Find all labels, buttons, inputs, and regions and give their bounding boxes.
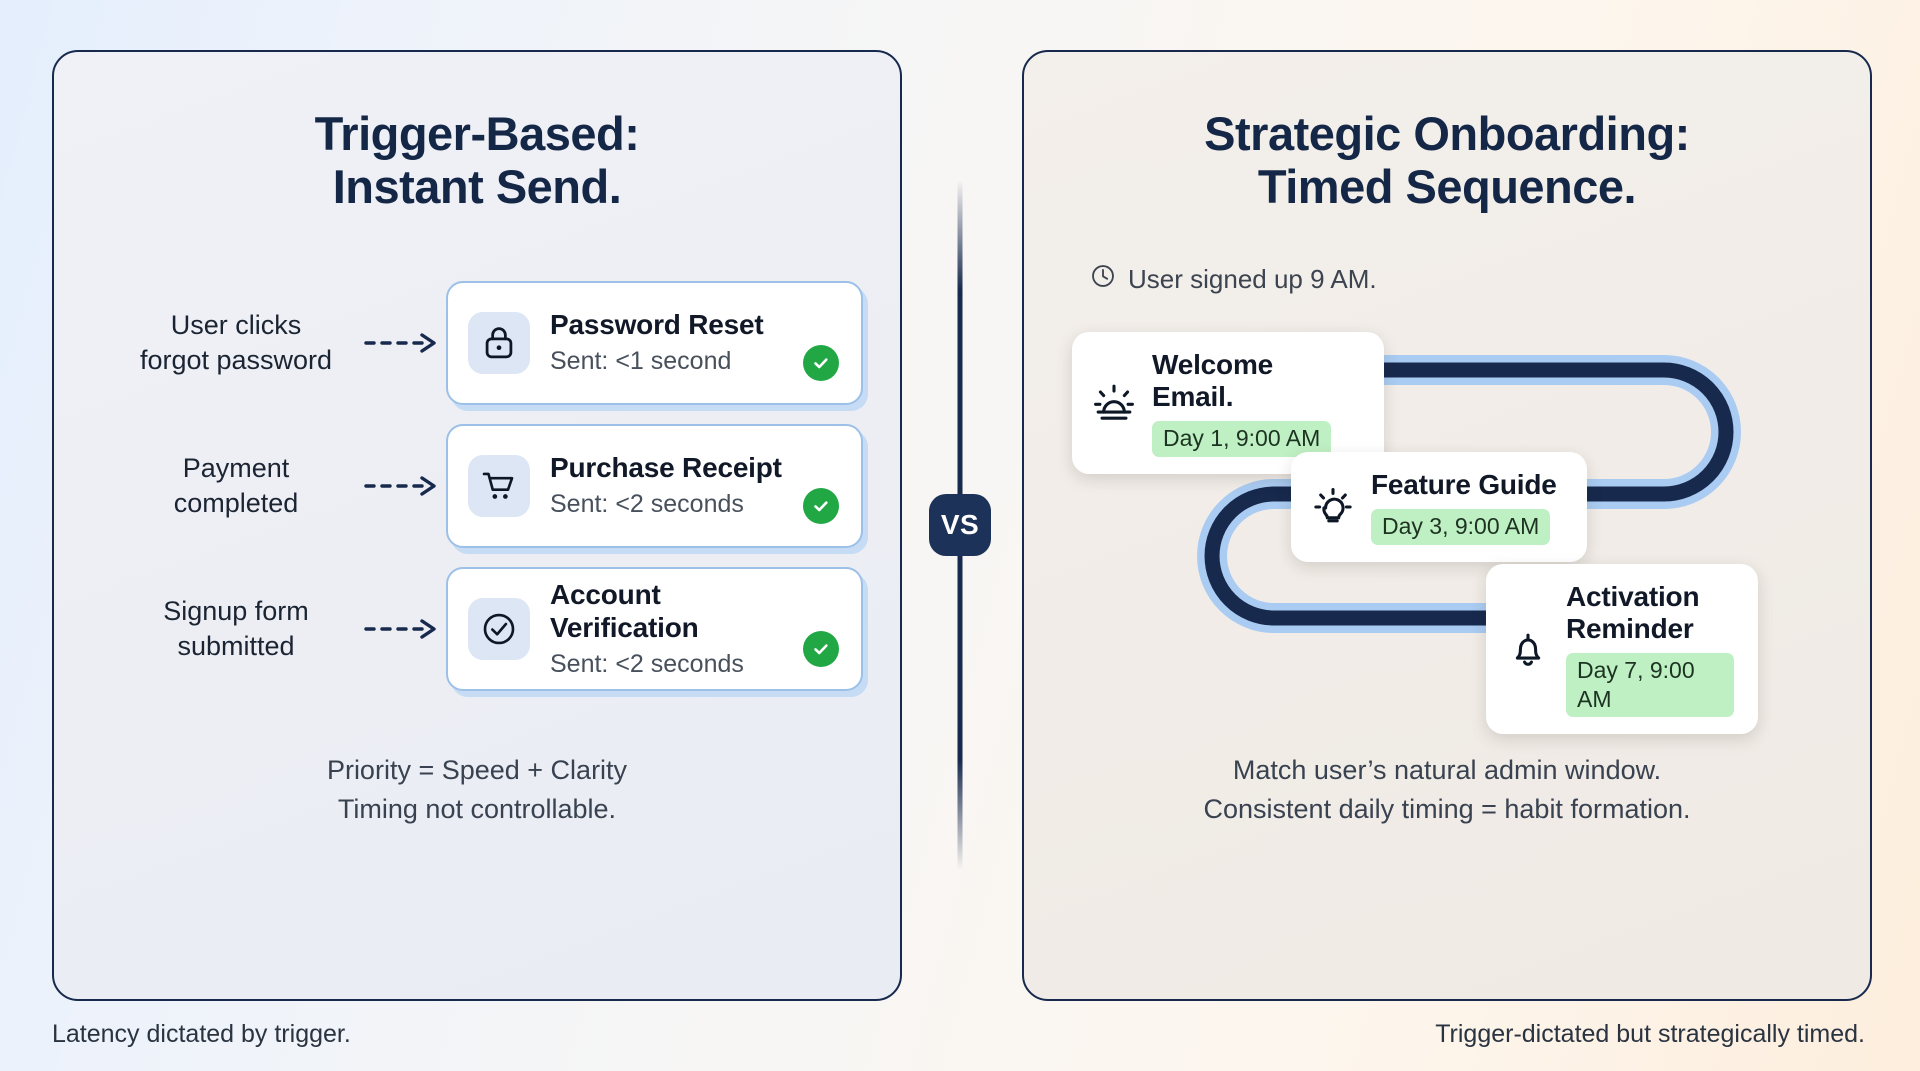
vs-badge: VS	[929, 494, 991, 556]
signup-note-text: User signed up 9 AM.	[1128, 264, 1377, 295]
trigger-label: User clicks forgot password	[112, 308, 360, 377]
left-footnote-line-2: Timing not controllable.	[337, 793, 617, 824]
event-text: Purchase Receipt Sent: <2 seconds	[550, 451, 803, 520]
sequence-card-text: Welcome Email. Day 1, 9:00 AM	[1152, 349, 1360, 457]
time-badge: Day 7, 9:00 AM	[1566, 652, 1734, 718]
left-title-line-2: Instant Send.	[332, 159, 622, 213]
event-subtitle: Sent: <2 seconds	[550, 490, 744, 519]
trigger-label-line-1: User clicks	[170, 310, 302, 341]
trigger-row: User clicks forgot password	[54, 271, 900, 414]
sequence-card-title: Welcome Email.	[1152, 349, 1274, 412]
trigger-label-line-1: Payment	[182, 453, 290, 484]
event-subtitle: Sent: <1 second	[550, 347, 732, 376]
trigger-label: Signup form submitted	[112, 594, 360, 663]
trigger-row: Signup form submitted Account Verificat	[54, 557, 900, 700]
strategic-onboarding-panel: Strategic Onboarding: Timed Sequence. Us…	[1022, 50, 1872, 1001]
sequence-card-text: Feature Guide Day 3, 9:00 AM	[1371, 469, 1557, 545]
signup-note: User signed up 9 AM.	[1090, 263, 1870, 296]
time-badge: Day 3, 9:00 AM	[1371, 508, 1551, 545]
event-text: Account Verification Sent: <2 seconds	[550, 578, 803, 680]
sequence-card-title: Activation Reminder	[1566, 581, 1700, 644]
check-circle-icon	[468, 597, 530, 660]
dashed-arrow-icon	[360, 475, 446, 497]
sequence-flow-area: Welcome Email. Day 1, 9:00 AM Feature Gu…	[1024, 292, 1870, 762]
dashed-arrow-icon	[360, 618, 446, 640]
sunrise-icon	[1090, 382, 1138, 424]
event-text: Password Reset Sent: <1 second	[550, 308, 803, 377]
lightbulb-icon	[1309, 486, 1357, 528]
check-icon	[803, 344, 839, 381]
check-icon	[803, 630, 839, 667]
sequence-card[interactable]: Welcome Email. Day 1, 9:00 AM	[1072, 332, 1384, 474]
trigger-label-line-2: completed	[173, 487, 299, 518]
left-panel-title: Trigger-Based: Instant Send.	[54, 107, 900, 213]
event-card[interactable]: Purchase Receipt Sent: <2 seconds	[446, 423, 863, 548]
right-panel-title: Strategic Onboarding: Timed Sequence.	[1024, 107, 1870, 213]
sequence-card[interactable]: Activation Reminder Day 7, 9:00 AM	[1486, 564, 1758, 735]
event-title: Password Reset	[550, 309, 764, 341]
right-footnote-line-1: Match user’s natural admin window.	[1232, 754, 1662, 785]
clock-icon	[1090, 263, 1116, 296]
check-icon	[803, 487, 839, 524]
sequence-card-text: Activation Reminder Day 7, 9:00 AM	[1566, 581, 1734, 718]
bell-icon	[1504, 628, 1552, 670]
right-panel-footnote: Match user’s natural admin window. Consi…	[1024, 751, 1870, 829]
event-title: Account Verification	[550, 578, 699, 643]
sequence-card[interactable]: Feature Guide Day 3, 9:00 AM	[1291, 452, 1587, 562]
left-panel-footnote: Priority = Speed + Clarity Timing not co…	[54, 751, 900, 829]
sequence-card-title: Feature Guide	[1371, 469, 1557, 500]
event-title: Purchase Receipt	[550, 452, 782, 484]
left-caption: Latency dictated by trigger.	[52, 1020, 351, 1048]
left-title-line-1: Trigger-Based:	[314, 107, 640, 160]
event-subtitle: Sent: <2 seconds	[550, 649, 744, 678]
trigger-based-panel: Trigger-Based: Instant Send. User clicks…	[52, 50, 902, 1001]
right-footnote-line-2: Consistent daily timing = habit formatio…	[1203, 793, 1691, 824]
event-card[interactable]: Password Reset Sent: <1 second	[446, 280, 863, 405]
right-caption: Trigger-dictated but strategically timed…	[1435, 1020, 1865, 1048]
trigger-label: Payment completed	[112, 451, 360, 520]
time-badge: Day 1, 9:00 AM	[1152, 420, 1332, 457]
right-title-line-1: Strategic Onboarding:	[1204, 107, 1690, 160]
trigger-row: Payment completed Purchase	[54, 414, 900, 557]
right-title-line-2: Timed Sequence.	[1257, 159, 1637, 213]
lock-icon	[468, 311, 530, 374]
dashed-arrow-icon	[360, 332, 446, 354]
trigger-label-line-2: submitted	[177, 630, 295, 661]
shopping-cart-icon	[468, 454, 530, 517]
trigger-rows: User clicks forgot password	[54, 271, 900, 700]
event-card[interactable]: Account Verification Sent: <2 seconds	[446, 566, 863, 691]
left-footnote-line-1: Priority = Speed + Clarity	[326, 754, 628, 785]
trigger-label-line-1: Signup form	[163, 596, 309, 627]
trigger-label-line-2: forgot password	[139, 344, 333, 375]
